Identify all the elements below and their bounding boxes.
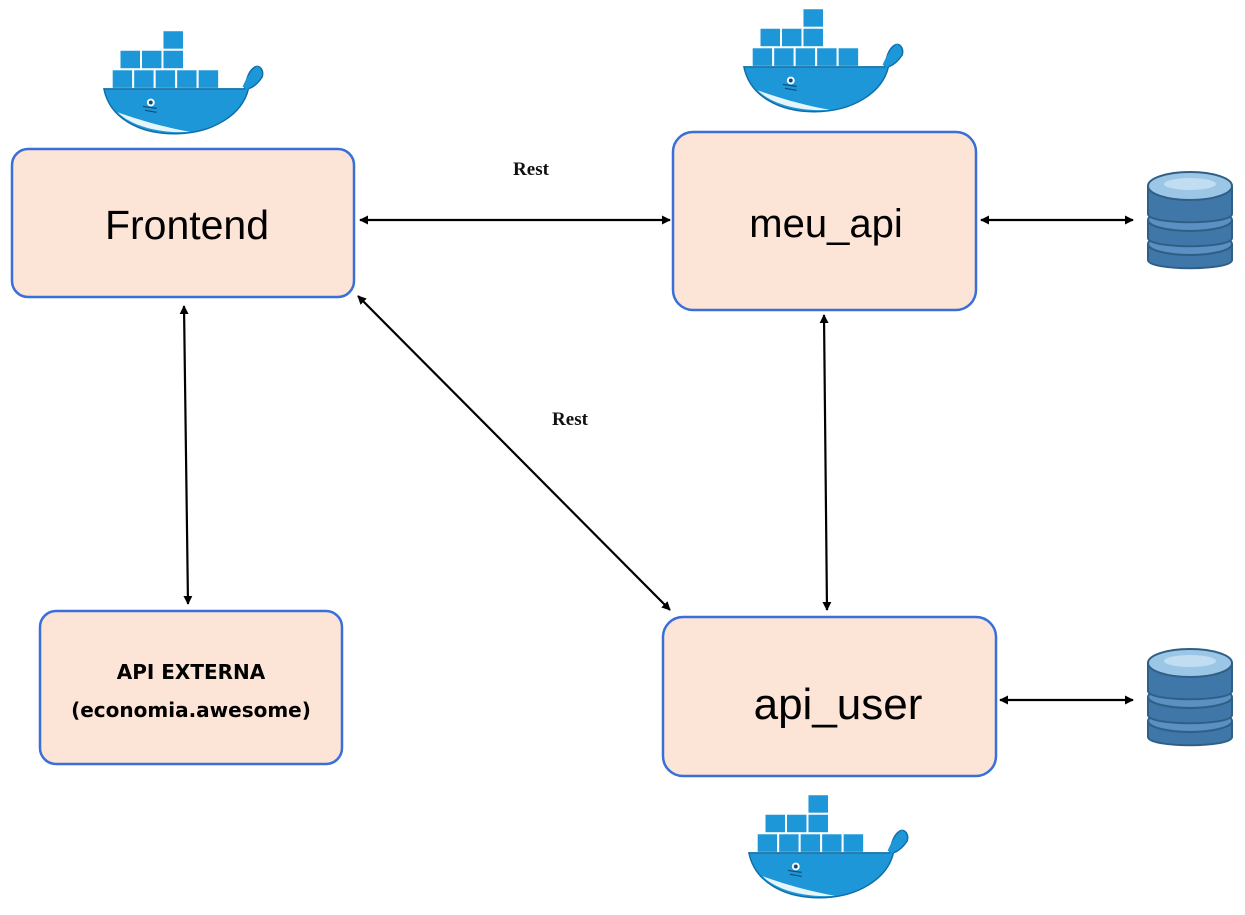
node-api-user: api_user [661,615,998,778]
edge-label-frontend-api-user: Rest [552,409,589,430]
edge-label-frontend-meu-api: Rest [513,159,550,180]
node-api-user-label: api_user [754,680,923,729]
edge-frontend-api-user [357,295,671,611]
docker-whale-icon-meu-api [742,7,904,113]
edge-meu-api-api-user [819,314,832,611]
node-api-externa: API EXTERNA (economia.awesome) [38,609,344,766]
database-icon-meu-api [1147,171,1233,270]
docker-whale-icon-frontend [102,29,264,135]
node-frontend: Frontend [10,147,356,299]
node-meu-api: meu_api [671,130,978,312]
node-api-externa-line2: (economia.awesome) [71,698,311,722]
docker-whale-icon-api-user [747,793,909,899]
node-api-externa-line1: API EXTERNA [117,660,266,684]
edge-frontend-api-externa [179,305,193,605]
node-frontend-label: Frontend [105,202,269,248]
database-icon-api-user [1147,648,1233,747]
node-meu-api-label: meu_api [749,202,902,246]
